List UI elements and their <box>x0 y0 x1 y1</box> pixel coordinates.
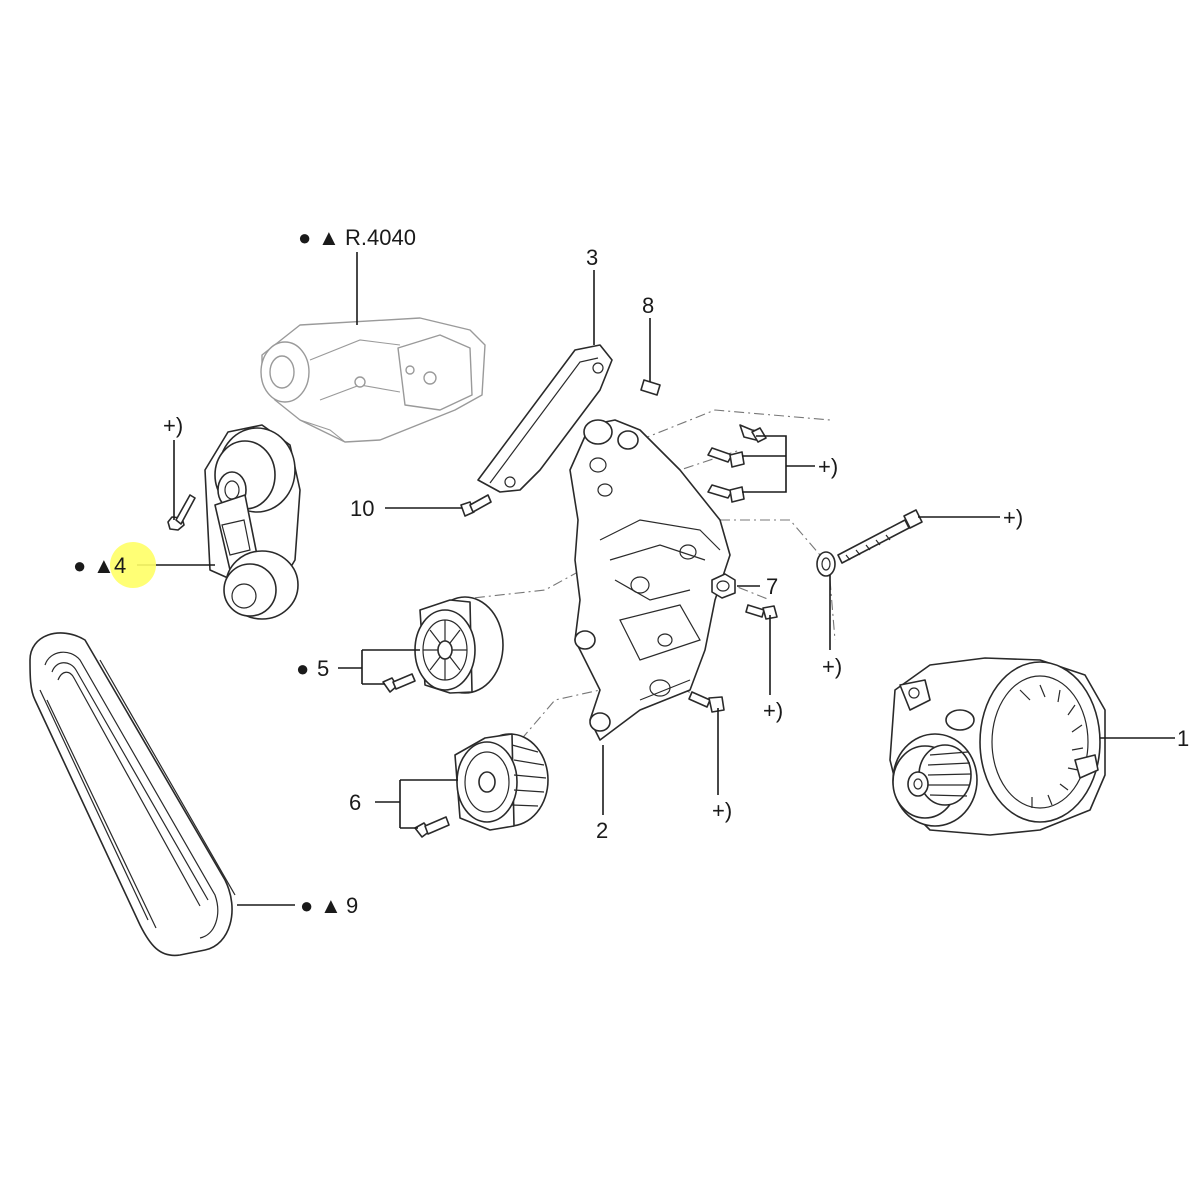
callout-ref-4040: ● ▲ R.4040 <box>298 225 416 250</box>
dot-symbol: ● <box>298 225 311 250</box>
highlight-marker <box>110 542 156 588</box>
label-3: 3 <box>586 245 598 270</box>
bracket-strut-3 <box>477 344 613 493</box>
label-9: 9 <box>346 893 358 918</box>
pulley-5 <box>414 596 504 694</box>
label-2: 2 <box>596 818 608 843</box>
label-8: 8 <box>642 293 654 318</box>
stud-8 <box>640 379 661 396</box>
tensioner-bolt <box>167 494 196 531</box>
label-6: 6 <box>349 790 361 815</box>
label-plus-tensioner: +) <box>163 413 183 438</box>
grooved-idler-pulley-6 <box>454 733 549 831</box>
callout-4: ● ▲ 4 <box>73 553 126 578</box>
triangle-symbol: ▲ <box>320 893 342 918</box>
dot-symbol: ● <box>73 553 86 578</box>
label-1: 1 <box>1177 726 1189 751</box>
belt-tensioner <box>204 424 301 620</box>
leader-lines <box>137 252 1175 906</box>
washer <box>816 551 836 577</box>
spacer-7 <box>711 573 736 599</box>
label-5: 5 <box>317 656 329 681</box>
ref-label: R.4040 <box>345 225 416 250</box>
label-plus-bracket-bolts: +) <box>818 454 838 479</box>
callout-9: ● ▲ 9 <box>300 893 358 918</box>
callout-5: ● 5 <box>296 656 329 681</box>
bolt-lower-right <box>745 604 778 620</box>
label-plus-bracket-bottom: +) <box>712 798 732 823</box>
mounting-bracket-2 <box>569 419 731 741</box>
pulley-5-bolt <box>382 673 416 693</box>
dot-symbol: ● <box>300 893 313 918</box>
triangle-symbol: ▲ <box>93 553 115 578</box>
label-plus-washer: +) <box>822 654 842 679</box>
alternator-1 <box>889 657 1106 836</box>
bolt-10 <box>460 494 492 517</box>
dot-symbol: ● <box>296 656 309 681</box>
label-4: 4 <box>114 553 126 578</box>
bracket-bolts-upper <box>707 424 767 503</box>
bolt-bracket-bottom <box>688 691 725 713</box>
label-plus-long-bolt: +) <box>1003 505 1023 530</box>
pulley-6-bolt <box>414 816 450 838</box>
triangle-symbol: ▲ <box>318 225 340 250</box>
label-plus-bolt-lower: +) <box>763 698 783 723</box>
ribbed-belt <box>29 632 236 957</box>
engine-housing-ref-4040 <box>260 317 486 443</box>
long-bolt <box>837 509 923 564</box>
label-10: 10 <box>350 496 374 521</box>
label-7: 7 <box>766 574 778 599</box>
